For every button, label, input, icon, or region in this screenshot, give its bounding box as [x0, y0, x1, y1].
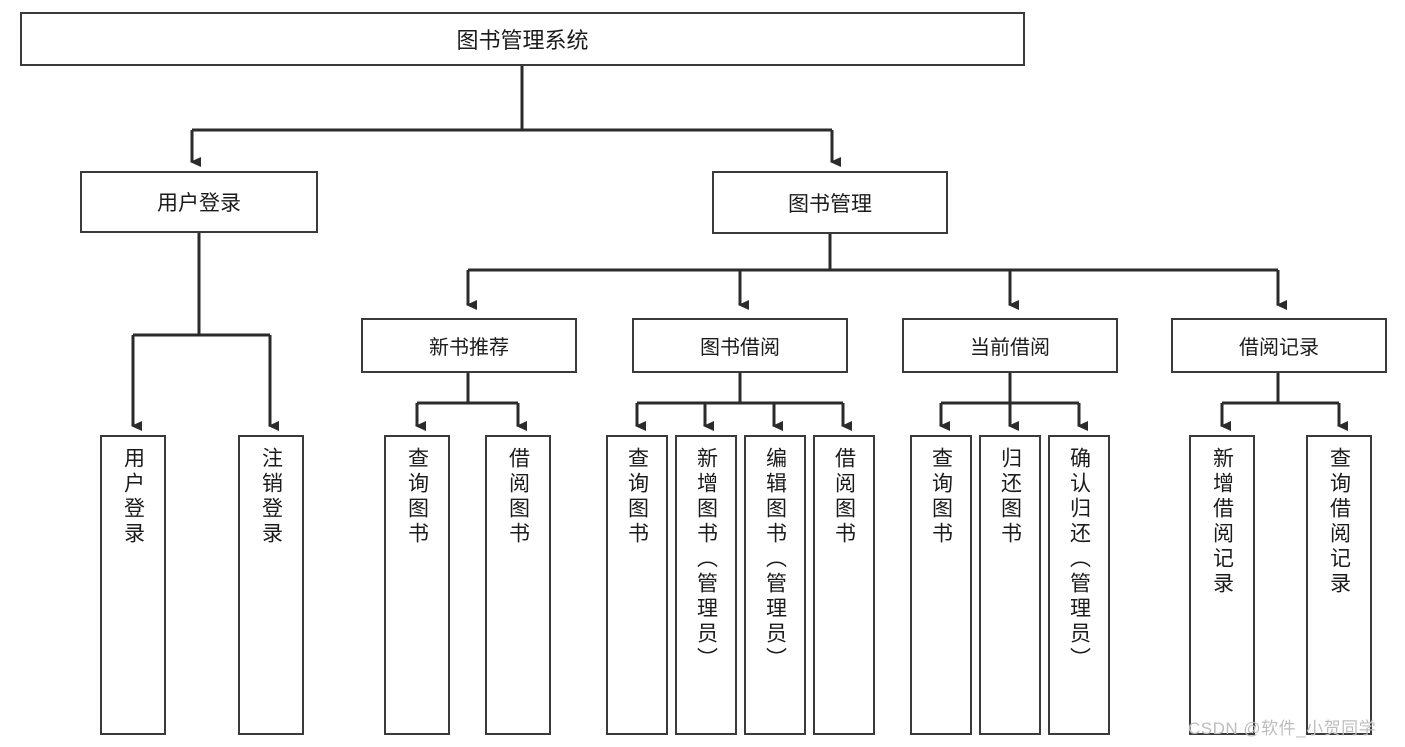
leaf-label: 借阅图书	[832, 447, 856, 547]
node-current-borrow[interactable]: 当前借阅	[902, 318, 1118, 373]
node-current-borrow-label: 当前借阅	[970, 337, 1050, 359]
leaf-label: 查询图书	[625, 447, 649, 547]
leaf-label: 新增借阅记录	[1210, 447, 1234, 597]
node-book-management[interactable]: 图书管理	[712, 171, 948, 234]
leaf-current-confirm-return-admin[interactable]: 确认归还（管理员）	[1048, 435, 1110, 735]
node-book-borrow-label: 图书借阅	[700, 337, 780, 359]
node-user-login-label: 用户登录	[157, 192, 241, 215]
leaf-current-query-book[interactable]: 查询图书	[910, 435, 972, 735]
leaf-record-query-borrow-record[interactable]: 查询借阅记录	[1306, 435, 1372, 735]
leaf-current-return-book[interactable]: 归还图书	[979, 435, 1041, 735]
leaf-label: 注销登录	[259, 447, 283, 547]
leaf-user-login-signout[interactable]: 注销登录	[238, 435, 304, 735]
leaf-borrow-query-book[interactable]: 查询图书	[606, 435, 668, 735]
node-borrow-record-label: 借阅记录	[1239, 337, 1319, 359]
node-root[interactable]: 图书管理系统	[20, 12, 1025, 66]
leaf-label: 归还图书	[998, 447, 1022, 547]
leaf-label: 查询图书	[929, 447, 953, 547]
leaf-label: 确认归还（管理员）	[1067, 447, 1091, 672]
csdn-watermark: CSDN @软件_小贺同学	[1188, 719, 1377, 738]
leaf-label: 用户登录	[121, 447, 145, 547]
leaf-borrow-borrow-book[interactable]: 借阅图书	[813, 435, 875, 735]
leaf-label: 查询借阅记录	[1327, 447, 1351, 597]
leaf-borrow-add-book-admin[interactable]: 新增图书（管理员）	[675, 435, 737, 735]
node-new-book-recommend[interactable]: 新书推荐	[361, 318, 577, 373]
leaf-record-add-borrow-record[interactable]: 新增借阅记录	[1189, 435, 1255, 735]
leaf-user-login-signin[interactable]: 用户登录	[100, 435, 166, 735]
node-root-label: 图书管理系统	[456, 28, 589, 53]
leaf-label: 编辑图书（管理员）	[763, 447, 787, 672]
node-book-borrow[interactable]: 图书借阅	[632, 318, 848, 373]
leaf-label: 借阅图书	[506, 447, 530, 547]
node-book-management-label: 图书管理	[788, 192, 872, 216]
node-new-book-recommend-label: 新书推荐	[429, 337, 509, 359]
leaf-new-book-borrow-book[interactable]: 借阅图书	[485, 435, 551, 735]
leaf-borrow-edit-book-admin[interactable]: 编辑图书（管理员）	[744, 435, 806, 735]
leaf-label: 查询图书	[405, 447, 429, 547]
node-user-login[interactable]: 用户登录	[80, 171, 318, 233]
node-borrow-record[interactable]: 借阅记录	[1171, 318, 1387, 373]
leaf-new-book-query-book[interactable]: 查询图书	[384, 435, 450, 735]
leaf-label: 新增图书（管理员）	[694, 447, 718, 672]
